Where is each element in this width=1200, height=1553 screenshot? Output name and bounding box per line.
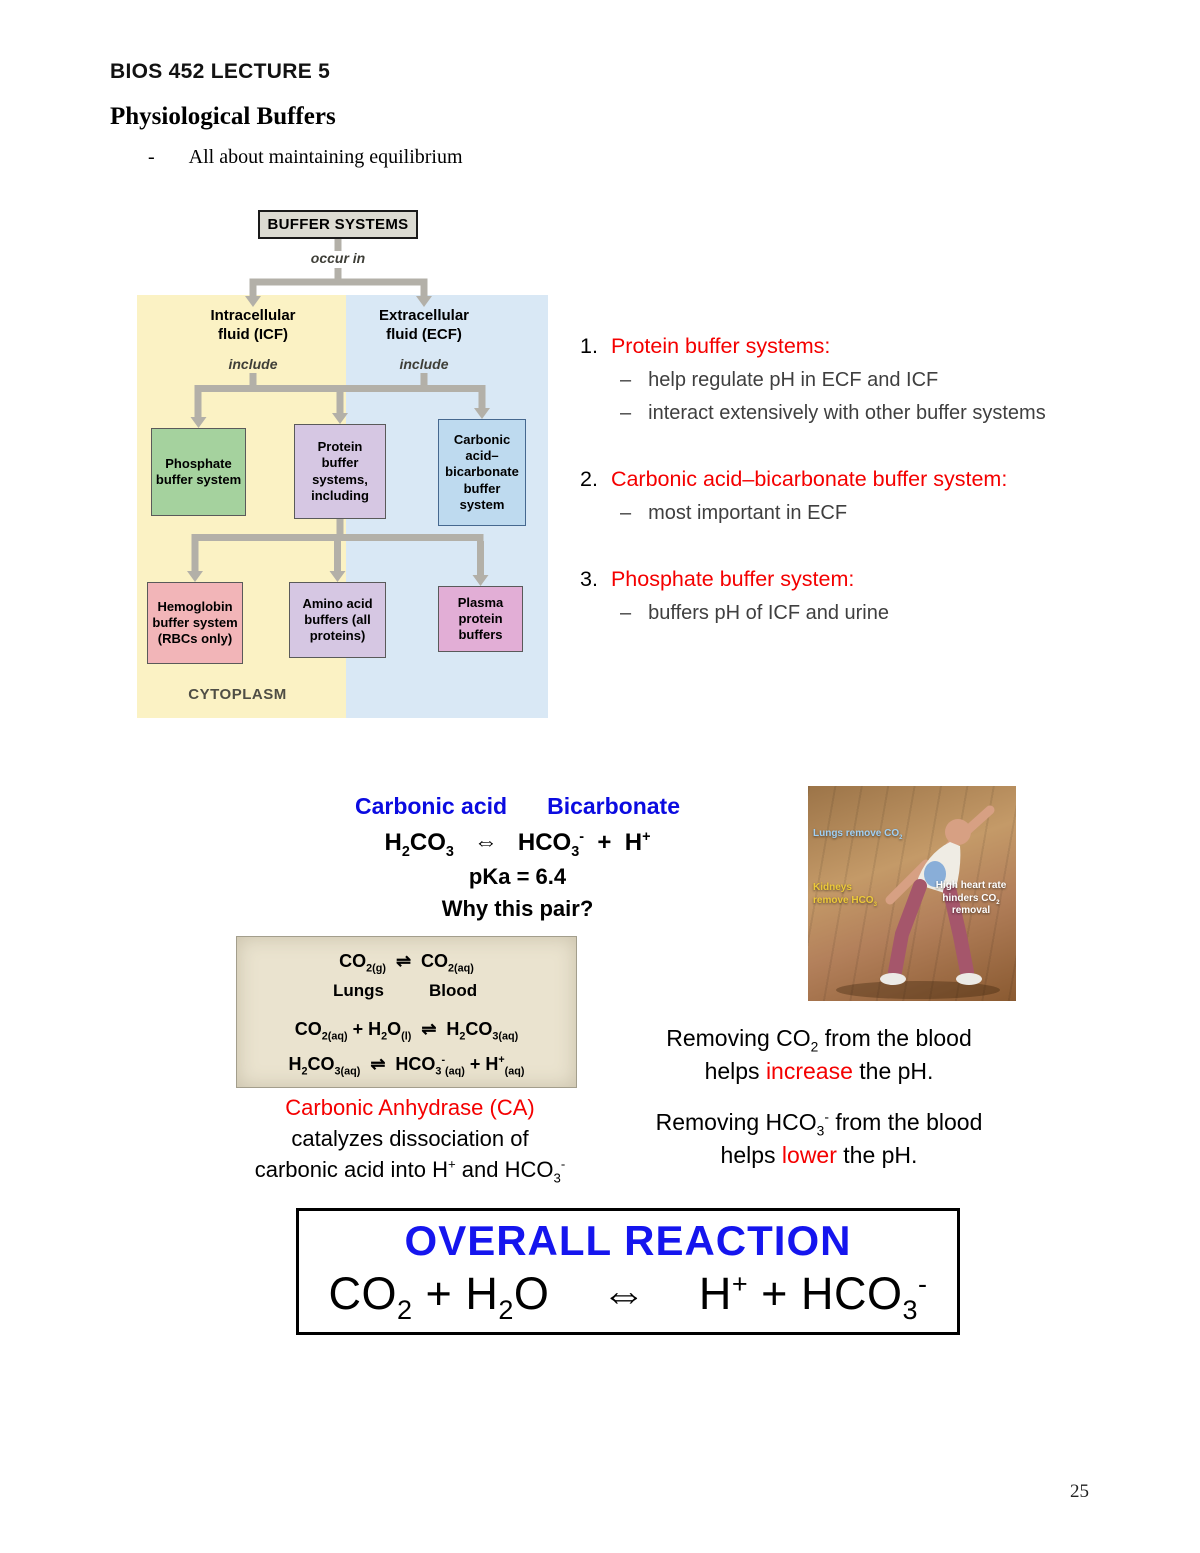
lungs-label: Lungs <box>333 981 384 1000</box>
removing-hco3-line-1: Removing HCO3- from the blood <box>655 1108 983 1139</box>
ca-caption-line-2: catalyzes dissociation of <box>291 1126 529 1152</box>
equation-line-3: H2CO3(aq) ⇌ HCO3-(aq) + H+(aq) <box>288 1054 525 1078</box>
icf-heading: Intracellular fluid (ICF) <box>210 307 296 343</box>
point-text: buffers pH of ICF and urine <box>648 602 889 624</box>
list-item-number: 1. <box>580 334 598 358</box>
ecf-heading: Extracellular fluid (ECF) <box>378 307 470 343</box>
course-header: BIOS 452 LECTURE 5 <box>110 60 331 83</box>
point-dash: – <box>620 502 632 524</box>
subtitle-bullet: - All about maintaining equilibrium <box>148 146 463 169</box>
amino-acid-buffer-box: Amino acid buffers (all proteins) <box>289 582 386 658</box>
point-text: help regulate pH in ECF and ICF <box>648 369 939 391</box>
overall-reaction-equation: CO2 + H2O ⇔ H+ + HCO3- <box>328 1268 928 1325</box>
carbonic-buffer-box: Carbonic acid–bicarbonate buffer system <box>438 419 526 526</box>
buffer-systems-flowchart: BUFFER SYSTEMS occur in Intracellular fl… <box>135 208 550 723</box>
protein-buffer-box: Protein buffer systems, including <box>294 424 386 519</box>
occur-in-label: occur in <box>310 250 366 266</box>
buffer-type-list: 1. Protein buffer systems: – help regula… <box>580 334 1175 667</box>
list-item-heading: Phosphate buffer system: <box>610 567 855 591</box>
list-item-point: – help regulate pH in ECF and ICF <box>580 369 1175 392</box>
overall-reaction-title: OVERALL REACTION <box>404 1217 852 1264</box>
removing-co2-line-1: Removing CO2 from the blood <box>666 1025 972 1055</box>
why-this-pair-label: Why this pair? <box>441 896 594 921</box>
phosphate-buffer-box: Phosphate buffer system <box>151 428 246 516</box>
bullet-text: All about maintaining equilibrium <box>188 146 463 168</box>
plasma-protein-buffer-box: Plasma protein buffers <box>438 586 523 652</box>
ph-effects-text: Removing CO2 from the blood helps increa… <box>604 1022 1034 1172</box>
photo-kidneys-label: Kidneys remove HCO3 <box>813 882 877 908</box>
bullet-dash: - <box>148 146 155 168</box>
point-dash: – <box>620 402 632 424</box>
list-item: 3. Phosphate buffer system: – buffers pH… <box>580 567 1175 625</box>
equation-line-2: CO2(aq) + H2O(l) ⇌ H2CO3(aq) <box>294 1019 519 1043</box>
ca-caption-line-1: Carbonic Anhydrase (CA) <box>285 1095 535 1120</box>
list-item: 2. Carbonic acid–bicarbonate buffer syst… <box>580 467 1175 525</box>
removing-co2-line-2: helps increase the pH. <box>704 1058 934 1085</box>
list-item-heading: Protein buffer systems: <box>610 334 831 358</box>
list-item-title: 1. Protein buffer systems: <box>580 334 1175 359</box>
list-item-point: – buffers pH of ICF and urine <box>580 602 1175 625</box>
page-number: 25 <box>1070 1481 1089 1502</box>
exercise-figure-illustration <box>836 805 1000 999</box>
co2-equilibria-figure: CO2(g) ⇌ CO2(aq) Lungs Blood CO2(aq) + H… <box>236 936 577 1088</box>
overall-reaction-box: OVERALL REACTION CO2 + H2O ⇔ H+ + HCO3- <box>296 1208 960 1335</box>
list-item-title: 2. Carbonic acid–bicarbonate buffer syst… <box>580 467 1175 492</box>
exercise-photo: Lungs remove CO2 Kidneys remove HCO3 Hig… <box>808 786 1016 1001</box>
point-text: most important in ECF <box>648 502 848 524</box>
photo-heart-rate-label: High heart rate hinders CO2 removal <box>935 880 1010 916</box>
list-item-point: – most important in ECF <box>580 502 1175 525</box>
point-dash: – <box>620 602 632 624</box>
list-item-number: 3. <box>580 567 598 591</box>
flowchart-arrows <box>187 239 490 586</box>
point-dash: – <box>620 369 632 391</box>
carbonic-bicarbonate-heading: Carbonic acid Bicarbonate <box>245 793 790 820</box>
point-text: interact extensively with other buffer s… <box>648 402 1046 424</box>
removing-hco3-line-2: helps lower the pH. <box>720 1142 918 1169</box>
carbonic-acid-label: Carbonic acid <box>354 793 508 819</box>
pka-value: pKa = 6.4 <box>468 864 567 889</box>
carbonic-equilibrium-equation: H2CO3 ⇔ HCO3- + H+ <box>384 829 651 860</box>
list-item-point: – interact extensively with other buffer… <box>580 402 1175 425</box>
list-item-title: 3. Phosphate buffer system: <box>580 567 1175 592</box>
page-title: Physiological Buffers <box>110 103 336 130</box>
bicarbonate-label: Bicarbonate <box>547 793 681 819</box>
carbonic-bicarbonate-section: Carbonic acid Bicarbonate H2CO3 ⇔ HCO3- … <box>245 793 790 922</box>
buffer-systems-root-box: BUFFER SYSTEMS <box>258 210 418 239</box>
list-item-number: 2. <box>580 467 598 491</box>
list-item-heading: Carbonic acid–bicarbonate buffer system: <box>610 467 1008 491</box>
hemoglobin-buffer-box: Hemoglobin buffer system (RBCs only) <box>147 582 243 664</box>
icf-include-label: include <box>228 356 278 372</box>
photo-lungs-label: Lungs remove CO2 <box>813 828 903 841</box>
equation-line-1: CO2(g) ⇌ CO2(aq) <box>339 951 474 975</box>
cytoplasm-label: CYTOPLASM <box>188 686 287 703</box>
blood-label: Blood <box>429 981 478 1000</box>
list-item: 1. Protein buffer systems: – help regula… <box>580 334 1175 425</box>
ecf-include-label: include <box>399 356 449 372</box>
carbonic-anhydrase-caption: Carbonic Anhydrase (CA) catalyzes dissoc… <box>200 1092 620 1186</box>
ca-caption-line-3: carbonic acid into H+ and HCO3- <box>254 1157 566 1186</box>
